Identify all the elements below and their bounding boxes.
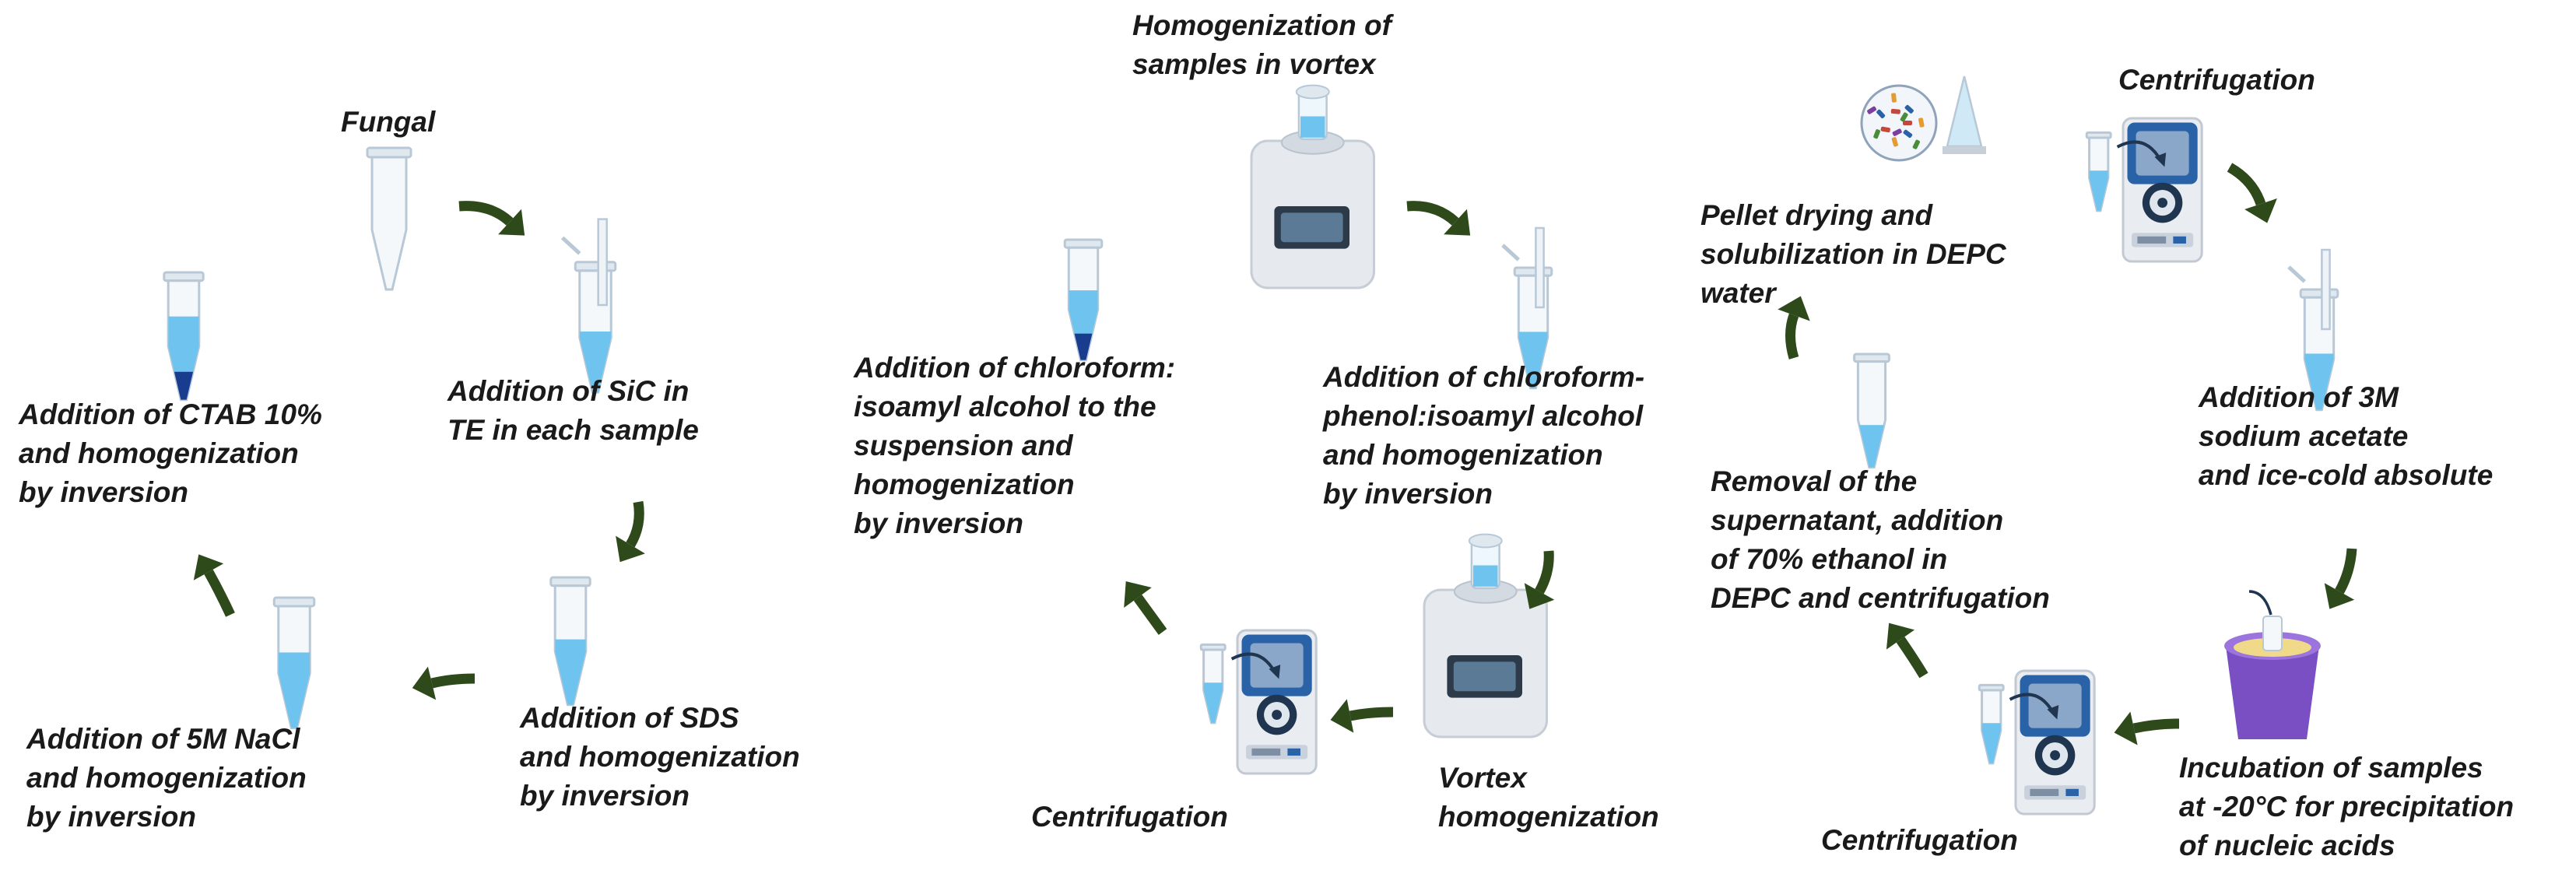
- ctab-tube: [163, 271, 205, 402]
- arrow-centrifuge-to-removal: [1886, 623, 1928, 679]
- arrow-nacl-to-ctab: [193, 554, 235, 617]
- centrifuge-mid: [1230, 629, 1318, 775]
- fungal-tube: [366, 146, 412, 291]
- label-pellet-drying: Pellet drying and solubilization in DEPC…: [1700, 199, 2006, 309]
- device-illustrations: [1199, 75, 2321, 816]
- vortex-top: [1250, 84, 1375, 289]
- arrow-acetate-to-bucket: [2324, 548, 2357, 609]
- label-centrifugation-bottom: Centrifugation: [1821, 824, 2018, 856]
- label-homogenization-vortex: Homogenization of samples in vortex: [1132, 9, 1392, 80]
- chloroform-phenol-tube: [1501, 226, 1553, 390]
- label-add-sds: Addition of SDS and homogenization by in…: [520, 702, 800, 812]
- arrow-centrifuge-to-chloroform: [1124, 581, 1167, 635]
- label-centrifugation-mid: Centrifugation: [1031, 801, 1228, 833]
- chloroform-isoamyl-tube: [1063, 238, 1104, 362]
- sic-tube: [560, 218, 617, 394]
- vortex-bottom: [1423, 533, 1548, 738]
- centrifuge-bottom-tube: [1978, 683, 2005, 765]
- arrow-sic-to-sds: [616, 500, 645, 563]
- ice-bucket: [2224, 590, 2321, 739]
- label-add-chloroform-phenol: Addition of chloroform- phenol:isoamyl a…: [1323, 361, 1645, 510]
- centrifuge-mid-tube: [1199, 643, 1227, 724]
- pellet-drying-illustration: [1860, 75, 1986, 162]
- centrifuge-bottom: [2009, 669, 2096, 816]
- label-fungal: Fungal: [341, 106, 436, 138]
- arrow-bucket-to-centrifuge: [2114, 711, 2180, 745]
- label-centrifugation-top: Centrifugation: [2118, 64, 2315, 96]
- label-add-chloroform-isoamyl: Addition of chloroform: isoamyl alcohol …: [854, 352, 1176, 539]
- centrifuge-top: [2116, 117, 2203, 263]
- flow-arrows: [193, 163, 2357, 745]
- label-add-sodium-acetate: Addition of 3M sodium acetate and ice-co…: [2199, 381, 2494, 491]
- label-add-sic: Addition of SiC in TE in each sample: [447, 375, 699, 446]
- arrow-phenol-to-vortex: [1524, 550, 1555, 609]
- label-add-ctab: Addition of CTAB 10% and homogenization …: [19, 398, 322, 508]
- removal-tube: [1853, 353, 1890, 469]
- label-add-nacl: Addition of 5M NaCl and homogenization b…: [26, 723, 307, 833]
- label-incubation: Incubation of samples at -20°C for preci…: [2179, 752, 2515, 861]
- arrow-removal-to-pellet: [1778, 296, 1810, 360]
- tube-illustrations: [163, 146, 2339, 729]
- arrow-fungal-to-sic: [458, 201, 525, 236]
- arrow-centrifuge-to-acetate: [2227, 163, 2277, 223]
- label-removal-supernatant: Removal of the supernatant, addition of …: [1711, 465, 2050, 614]
- nacl-tube: [272, 596, 316, 729]
- sodium-acetate-tube: [2287, 248, 2339, 412]
- arrow-vortex-to-phenol: [1406, 201, 1471, 236]
- arrow-vortex-to-centrifuge: [1330, 699, 1394, 733]
- label-vortex-homogenization: Vortex homogenization: [1438, 762, 1659, 833]
- centrifuge-top-tube: [2085, 131, 2112, 212]
- arrow-sds-to-nacl: [412, 666, 476, 700]
- sds-tube: [549, 576, 591, 707]
